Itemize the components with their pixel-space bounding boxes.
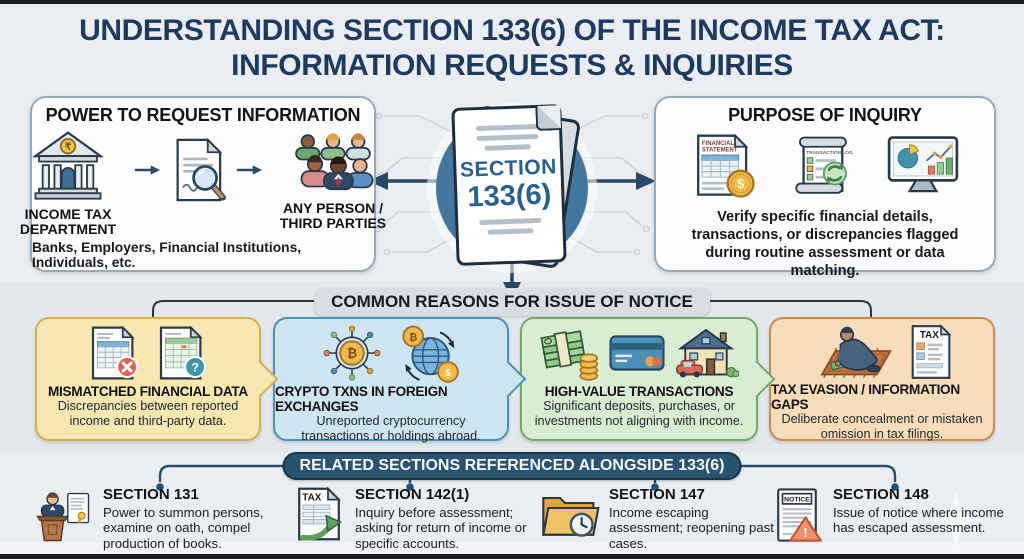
related-section-148: NOTICE ! SECTION 148 Issue of notice whe… (770, 486, 1018, 544)
dollar-symbol: $ (737, 176, 744, 191)
tax-document-icon: TAX (911, 324, 952, 379)
related-description: Issue of notice where income has escaped… (833, 505, 1004, 536)
related-sections-banner: RELATED SECTIONS REFERENCED ALONGSIDE 13… (282, 452, 742, 480)
related-section-142-1: TAX SECTION 142(1) Inquiry before assess… (292, 486, 534, 551)
financial-label-line2: STATEMENT (702, 147, 738, 153)
bank-building-icon: ₹ (31, 131, 105, 200)
page-fold-corner (535, 105, 562, 132)
transaction-log-label: TRANSACTION LOG (806, 150, 853, 156)
third-parties-column: ANY PERSON / THIRD PARTIES (269, 129, 397, 231)
reason-description: Discrepancies between reported income an… (57, 399, 239, 428)
related-section-131: SECTION 131 Power to summon persons, exa… (36, 486, 276, 551)
section-number: 133(6) (466, 178, 552, 214)
reason-description: Deliberate concealment or mistaken omiss… (781, 412, 983, 441)
right-arrow-icon (236, 165, 263, 175)
reason-card-mismatched-data: ? MISMATCHED FINANCIAL DATA Discrepancie… (35, 317, 279, 441)
power-panel-icon-row: ₹ INCOME TAX DEPARTMENT (9, 129, 397, 237)
related-title: SECTION 147 (609, 486, 705, 503)
related-description: Income escaping assessment; reopening pa… (609, 505, 774, 551)
globe-currency-exchange-icon: ₿ $ (402, 325, 459, 383)
reason-card-tax-evasion: TAX TAX EVASION / INFORMATION GAPS Delib… (769, 317, 995, 441)
reason-title: HIGH-VALUE TRANSACTIONS (544, 384, 734, 399)
reasons-connectors (152, 300, 872, 317)
reason-card-high-value: HIGH-VALUE TRANSACTIONS Significant depo… (520, 317, 776, 441)
document-magnifier-icon (176, 137, 226, 202)
dollar-symbol: $ (445, 368, 451, 379)
reason-title: CRYPTO TXNS IN FOREIGN EXCHANGES (275, 384, 448, 414)
cash-stack-icon (540, 330, 599, 381)
transaction-log-icon: TRANSACTION LOG (795, 136, 853, 194)
bitcoin-symbol: ₿ (409, 331, 417, 343)
credit-card-icon (609, 335, 665, 371)
tax-label: TAX (920, 330, 940, 341)
purpose-panel-icon-row: FINANCIAL STATEMENT $ TRANSACTION LOG (689, 132, 961, 202)
related-description: Power to summon persons, examine on oath… (103, 505, 264, 551)
related-title: SECTION 148 (833, 486, 929, 503)
power-panel-footnote: Banks, Employers, Financial Institutions… (32, 240, 302, 271)
spreadsheet-error-icon (91, 325, 139, 380)
related-title: SECTION 131 (103, 486, 199, 503)
page-title: UNDERSTANDING SECTION 133(6) OF THE INCO… (0, 13, 1024, 83)
purpose-panel-title: PURPOSE OF INQUIRY (728, 105, 922, 125)
tax-return-arrow-icon: TAX (298, 486, 342, 541)
rupee-symbol: ₹ (65, 142, 72, 153)
page-title-line2: INFORMATION REQUESTS & INQUIRIES (231, 49, 793, 83)
bottom-letterbox-bar (0, 554, 1024, 559)
reason-card-crypto: ₿ ₿ $ CRYPTO TXNS IN FOREIGN EXCHANGES U… (273, 317, 527, 443)
tax-label: TAX (302, 493, 321, 504)
power-to-request-panel: POWER TO REQUEST INFORMATION ₹ INCOME TA… (20, 96, 386, 272)
to-label: ANY PERSON / THIRD PARTIES (279, 200, 387, 232)
from-label: INCOME TAX DEPARTMENT (19, 206, 117, 238)
section-133-6-document: SECTION 133(6) (451, 104, 582, 274)
income-tax-department-column: ₹ INCOME TAX DEPARTMENT (9, 129, 127, 237)
related-description: Inquiry before assessment; asking for re… (355, 505, 527, 551)
folder-clock-icon (542, 496, 600, 537)
summons-podium-icon (36, 492, 90, 542)
question-symbol: ? (191, 360, 198, 374)
related-connector-dots (156, 483, 899, 491)
financial-label-line1: FINANCIAL (702, 141, 735, 147)
reason-description: Unreported cryptocurrency transactions o… (301, 414, 481, 443)
purpose-description: Verify specific financial details, trans… (691, 209, 959, 280)
related-section-147: SECTION 147 Income escaping assessment; … (540, 486, 784, 551)
bitcoin-symbol: ₿ (347, 347, 357, 361)
page-title-line1: UNDERSTANDING SECTION 133(6) OF THE INCO… (79, 14, 945, 47)
people-group-icon (295, 133, 374, 191)
exclamation-symbol: ! (803, 525, 807, 540)
common-reasons-banner: COMMON REASONS FOR ISSUE OF NOTICE (314, 288, 710, 316)
bitcoin-network-icon: ₿ (323, 325, 381, 381)
power-panel-title: POWER TO REQUEST INFORMATION (45, 105, 361, 125)
related-title: SECTION 142(1) (355, 486, 470, 503)
reason-title: MISMATCHED FINANCIAL DATA (48, 384, 248, 399)
right-arrow-icon (134, 165, 161, 175)
analytics-monitor-icon (887, 136, 959, 193)
house-car-icon (676, 328, 739, 378)
notice-label: NOTICE (784, 496, 810, 503)
bottom-strip (0, 543, 1024, 554)
document-front-page: SECTION 133(6) (451, 104, 567, 266)
reason-description: Significant deposits, purchases, or inve… (534, 399, 744, 428)
purpose-of-inquiry-panel: PURPOSE OF INQUIRY FINANCIAL STATEMENT $ (654, 96, 996, 279)
notice-warning-icon: NOTICE ! (777, 488, 822, 542)
financial-statement-icon: FINANCIAL STATEMENT $ (697, 133, 755, 198)
spreadsheet-question-icon: ? (159, 325, 207, 380)
reason-title: TAX EVASION / INFORMATION GAPS (771, 382, 960, 412)
top-letterbox-bar (0, 0, 1024, 4)
hiding-money-under-rug-icon (820, 326, 892, 378)
